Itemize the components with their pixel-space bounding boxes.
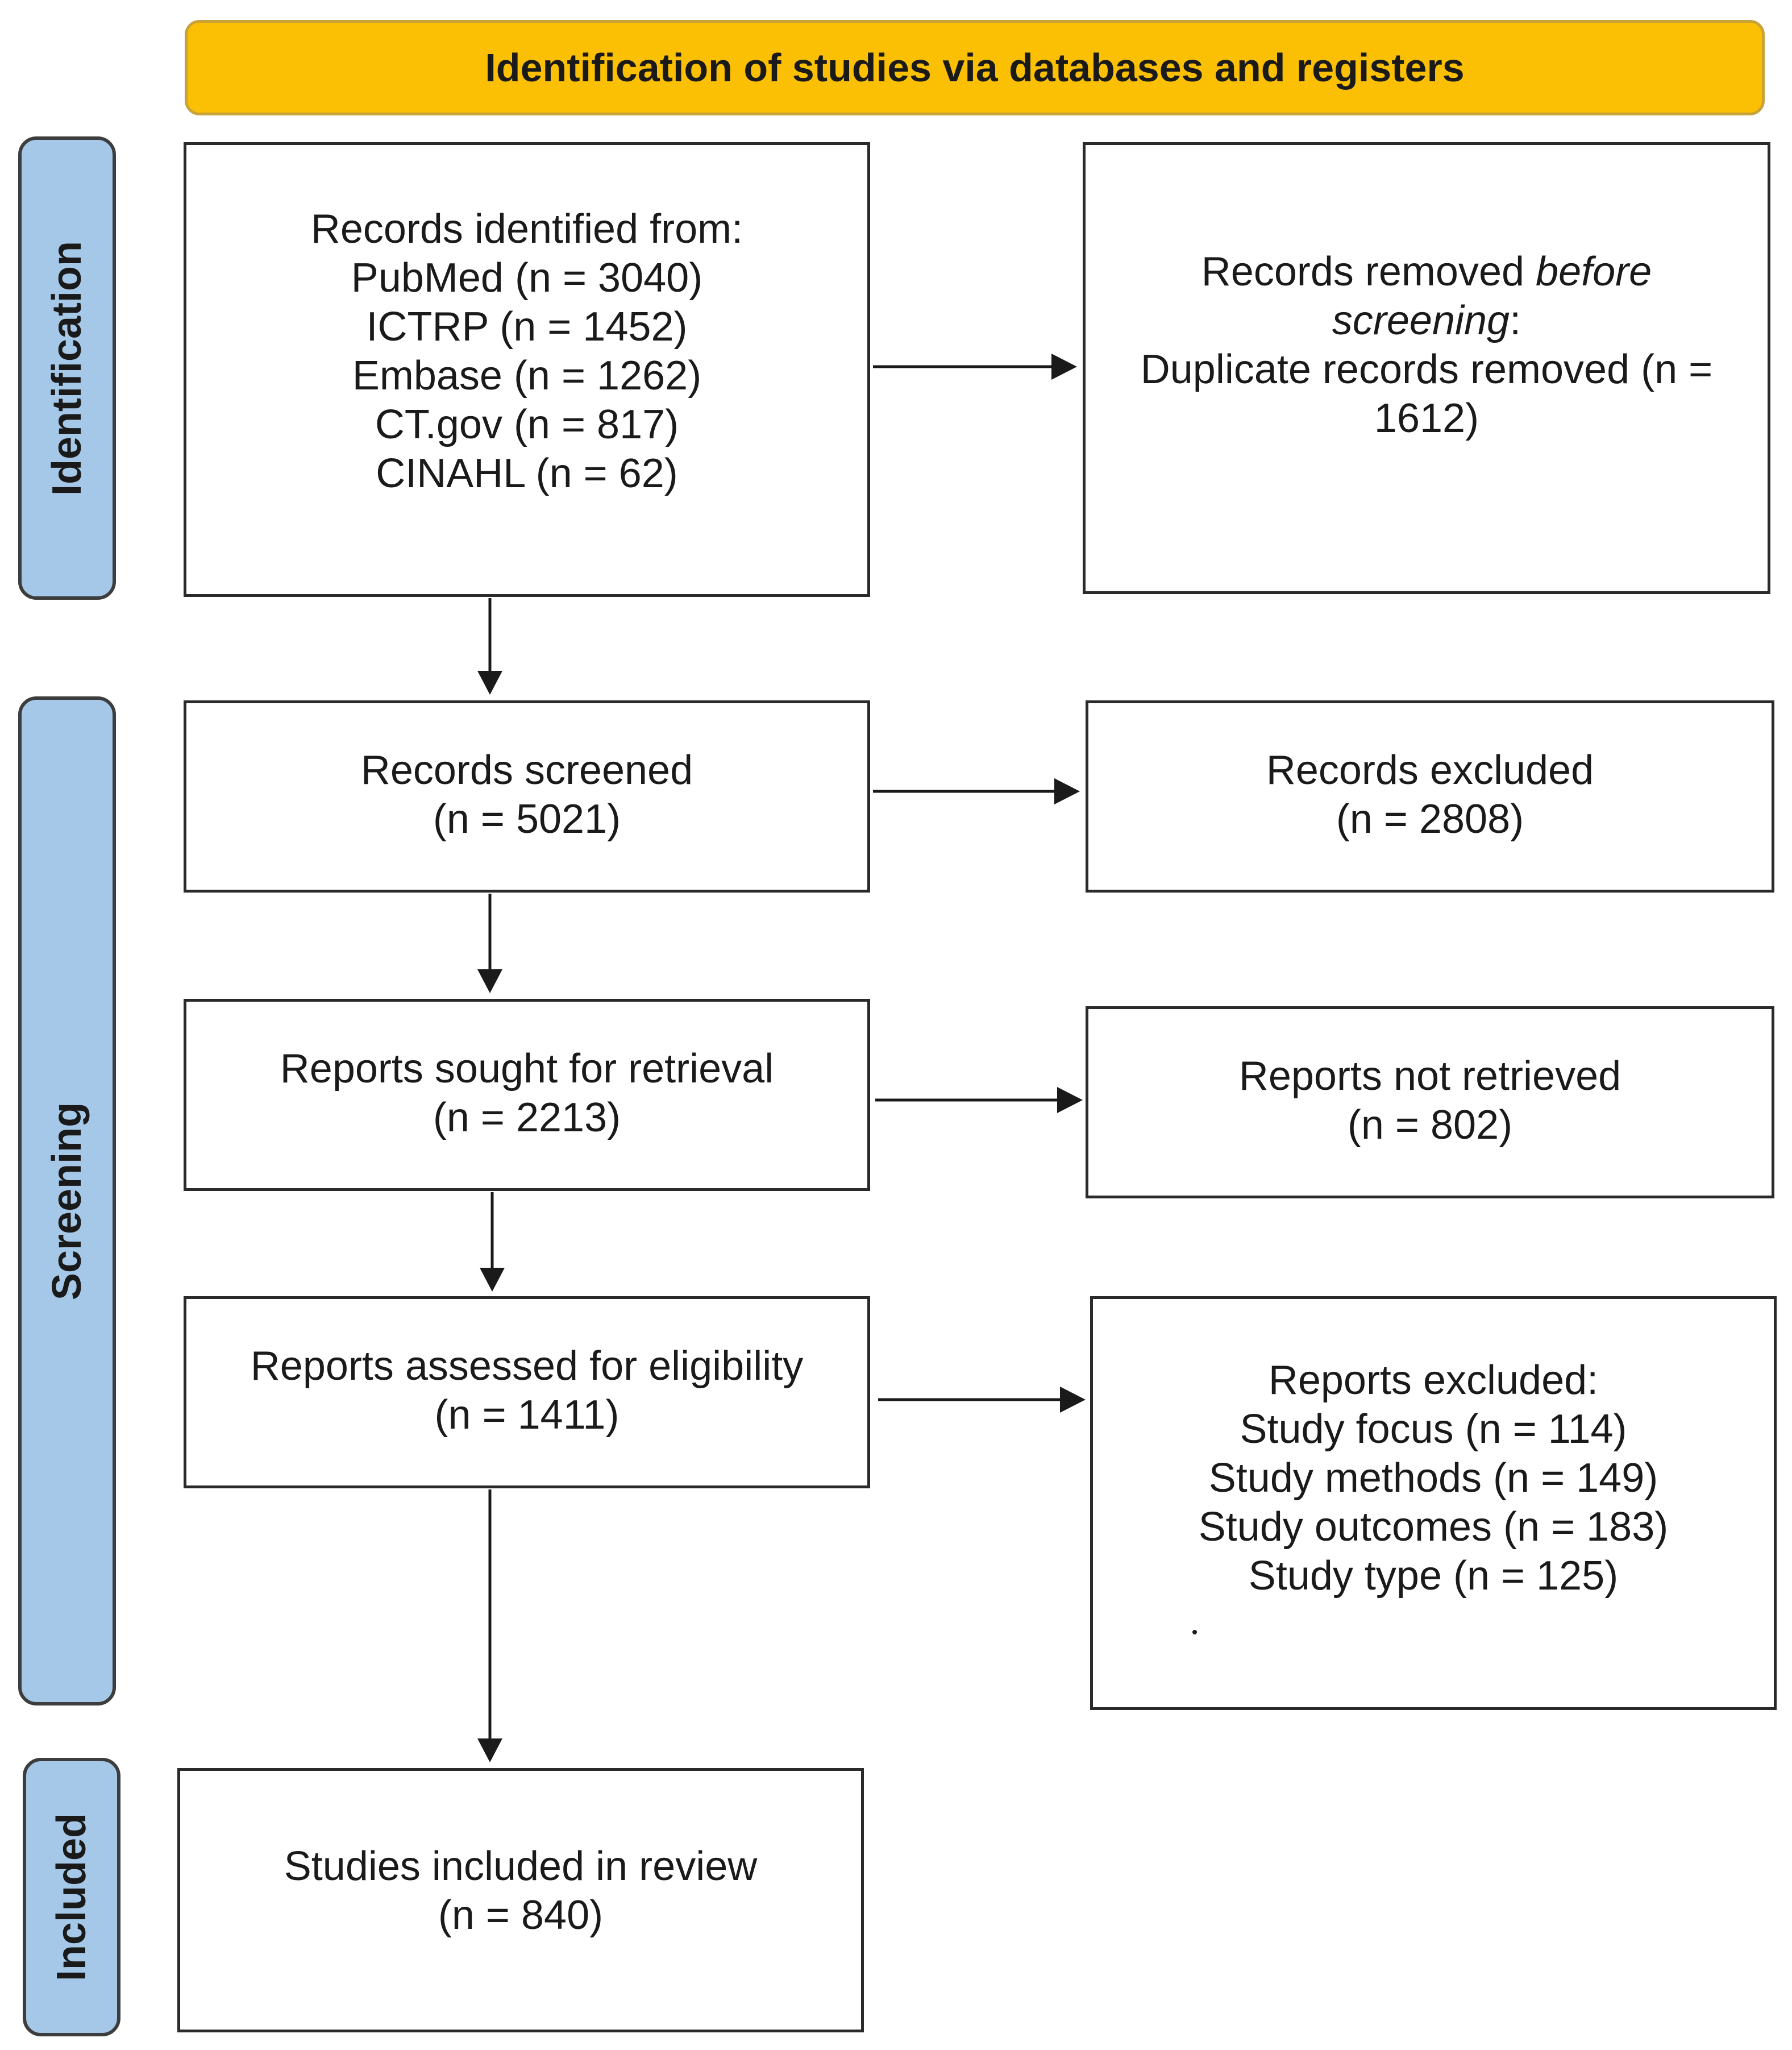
reports-not-retrieved-count: (n = 802): [1347, 1102, 1513, 1148]
studies-included-count: (n = 840): [438, 1893, 604, 1938]
reports-assessed-label: Reports assessed for eligibility: [250, 1343, 804, 1389]
arrowhead-screened: [477, 671, 502, 695]
source-cinahl: CINAHL (n = 62): [376, 451, 678, 496]
reports-not-retrieved-label: Reports not retrieved: [1238, 1053, 1621, 1099]
arrowhead-sought: [477, 969, 502, 993]
records-excluded-label: Records excluded: [1266, 748, 1594, 793]
records-screened-box: Records screened (n = 5021): [184, 700, 870, 893]
reports-sought-label: Reports sought for retrieval: [280, 1046, 774, 1092]
reports-assessed-box: Reports assessed for eligibility (n = 14…: [184, 1296, 870, 1488]
arrowhead-not-retrieved: [1057, 1087, 1083, 1113]
removed-line-3: Duplicate records removed (n =: [1140, 347, 1713, 392]
removed-line-4: 1612): [1374, 396, 1479, 441]
phase-included: Included: [23, 1758, 120, 2036]
reason-study-outcomes: Study outcomes (n = 183): [1198, 1504, 1669, 1550]
identification-header: Identification of studies via databases …: [185, 20, 1765, 115]
removed-screening-italic: screening: [1332, 298, 1510, 343]
header-title: Identification of studies via databases …: [485, 45, 1465, 90]
source-pubmed: PubMed (n = 3040): [351, 255, 703, 301]
stray-dot: [1192, 1630, 1197, 1634]
reason-study-focus: Study focus (n = 114): [1240, 1406, 1627, 1452]
studies-included-label: Studies included in review: [284, 1844, 758, 1889]
phase-screening: Screening: [18, 696, 116, 1705]
arrowhead-reports-excluded: [1060, 1387, 1086, 1413]
records-screened-label: Records screened: [360, 748, 693, 793]
reports-not-retrieved-box: Reports not retrieved (n = 802): [1086, 1006, 1774, 1198]
reports-excluded-heading: Reports excluded:: [1268, 1358, 1599, 1403]
source-ictrp: ICTRP (n = 1452): [366, 304, 688, 350]
reports-excluded-box: Reports excluded: Study focus (n = 114) …: [1090, 1296, 1777, 1710]
records-excluded-count: (n = 2808): [1336, 796, 1524, 842]
arrowhead-included: [477, 1738, 502, 1762]
arrowhead-excluded: [1054, 778, 1080, 804]
removed-prefix: Records removed: [1201, 249, 1536, 294]
records-screened-count: (n = 5021): [433, 796, 621, 842]
arrowhead-assessed: [480, 1268, 505, 1292]
phase-identification: Identification: [18, 136, 116, 600]
removed-colon: :: [1510, 298, 1521, 343]
source-ctgov: CT.gov (n = 817): [375, 402, 679, 447]
removed-line-1: Records removed before: [1086, 247, 1768, 296]
reports-sought-count: (n = 2213): [433, 1095, 621, 1140]
records-excluded-box: Records excluded (n = 2808): [1086, 700, 1774, 893]
reason-study-type: Study type (n = 125): [1248, 1553, 1619, 1599]
records-identified-heading: Records identified from:: [310, 206, 743, 252]
studies-included-box: Studies included in review (n = 840): [177, 1768, 864, 2032]
records-identified-box: Records identified from: PubMed (n = 304…: [184, 142, 870, 597]
arrowhead-removed: [1051, 354, 1077, 380]
removed-line-2: screening:: [1086, 296, 1768, 345]
records-removed-box: Records removed before screening: Duplic…: [1083, 142, 1770, 594]
source-embase: Embase (n = 1262): [352, 353, 702, 399]
reports-assessed-count: (n = 1411): [434, 1392, 619, 1438]
reports-sought-box: Reports sought for retrieval (n = 2213): [184, 999, 870, 1191]
reason-study-methods: Study methods (n = 149): [1208, 1455, 1658, 1501]
removed-before-italic: before: [1536, 249, 1652, 294]
